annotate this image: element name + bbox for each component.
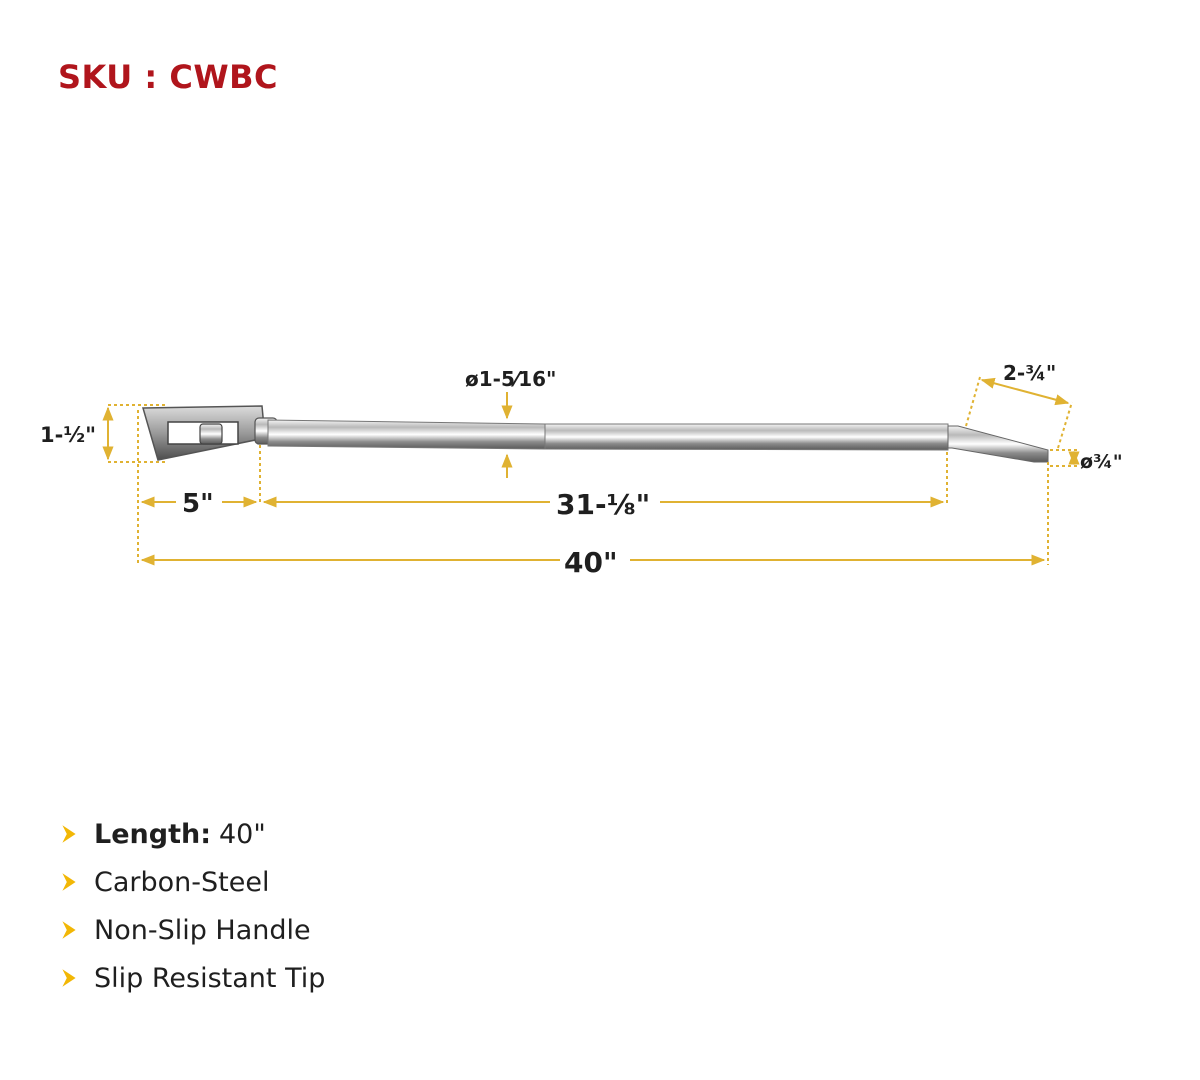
knurled-handle (267, 419, 546, 450)
head-height-label: 1-½" (40, 423, 96, 447)
feature-list: Length: 40" Carbon-Steel Non-Slip Handle… (58, 810, 325, 1002)
feature-item: Length: 40" (58, 810, 325, 858)
feature-item: Slip Resistant Tip (58, 954, 325, 1002)
feature-value: 40" (219, 818, 266, 850)
head-length-label: 5" (182, 489, 214, 519)
feature-label: Length: (94, 818, 211, 850)
feature-value: Carbon-Steel (94, 866, 270, 898)
chevron-right-icon (62, 921, 76, 939)
feature-value: Non-Slip Handle (94, 914, 311, 946)
tip-length-label: 2-¾" (1003, 361, 1056, 385)
chevron-right-icon (62, 873, 76, 891)
chevron-right-icon (62, 825, 76, 843)
shaft-length-label: 31-⅛" (556, 488, 650, 521)
tip-diameter-label: ø¾" (1080, 451, 1123, 473)
shaft (544, 423, 949, 451)
breaker-bar-image (142, 405, 1049, 463)
head-pivot (199, 423, 223, 445)
bent-tip (947, 425, 1049, 463)
feature-item: Carbon-Steel (58, 858, 325, 906)
feature-item: Non-Slip Handle (58, 906, 325, 954)
handle-diameter-label: ø1-5⁄16" (465, 367, 556, 391)
feature-value: Slip Resistant Tip (94, 962, 326, 994)
total-length-label: 40" (564, 546, 618, 579)
chevron-right-icon (62, 969, 76, 987)
sku-label: SKU : CWBC (58, 58, 278, 96)
